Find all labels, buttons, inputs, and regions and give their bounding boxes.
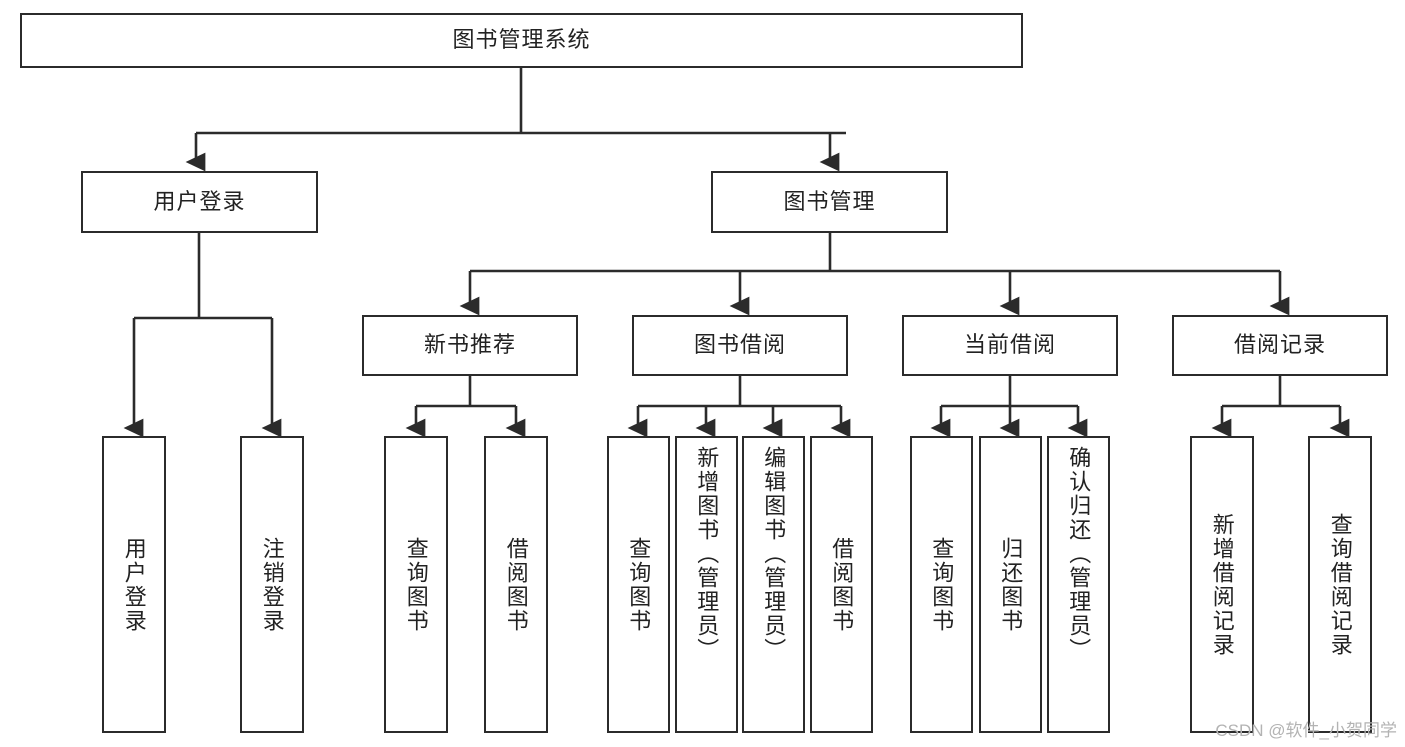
node-leaf-add-borrow-record-label: 新增借阅记录 <box>1209 512 1235 657</box>
node-leaf-query-book-1-label: 查询图书 <box>403 536 429 633</box>
node-book-management[interactable]: 图书管理 <box>711 171 948 233</box>
node-book-management-label: 图书管理 <box>783 188 876 214</box>
node-current-borrowing-label: 当前借阅 <box>963 332 1056 358</box>
node-leaf-query-borrow-record-label: 查询借阅记录 <box>1327 512 1353 657</box>
node-leaf-logout-label: 注销登录 <box>259 536 285 633</box>
node-leaf-borrow-book-1-label: 借阅图书 <box>503 536 529 633</box>
node-leaf-borrow-book-1[interactable]: 借阅图书 <box>484 436 548 733</box>
node-borrowing-records[interactable]: 借阅记录 <box>1172 315 1388 376</box>
node-leaf-query-book-3-label: 查询图书 <box>929 536 955 633</box>
node-book-borrowing-label: 图书借阅 <box>693 332 786 358</box>
node-book-borrowing[interactable]: 图书借阅 <box>632 315 848 376</box>
node-leaf-query-book-2[interactable]: 查询图书 <box>607 436 670 733</box>
node-leaf-query-book-2-label: 查询图书 <box>626 536 652 633</box>
node-leaf-confirm-return-admin[interactable]: 确认归还（管理员） <box>1047 436 1110 733</box>
node-leaf-return-book[interactable]: 归还图书 <box>979 436 1042 733</box>
node-user-login-label: 用户登录 <box>153 188 246 214</box>
node-new-book-recommendation[interactable]: 新书推荐 <box>362 315 578 376</box>
node-root-label: 图书管理系统 <box>452 27 591 53</box>
node-user-login[interactable]: 用户登录 <box>81 171 318 233</box>
node-leaf-add-book-admin[interactable]: 新增图书（管理员） <box>675 436 738 733</box>
node-leaf-add-borrow-record[interactable]: 新增借阅记录 <box>1190 436 1254 733</box>
node-root[interactable]: 图书管理系统 <box>20 13 1023 68</box>
node-leaf-borrow-book-2[interactable]: 借阅图书 <box>810 436 873 733</box>
node-leaf-edit-book-admin-label: 编辑图书（管理员） <box>761 446 787 662</box>
node-leaf-logout[interactable]: 注销登录 <box>240 436 304 733</box>
node-leaf-return-book-label: 归还图书 <box>998 536 1024 633</box>
node-current-borrowing[interactable]: 当前借阅 <box>902 315 1118 376</box>
node-leaf-add-book-admin-label: 新增图书（管理员） <box>694 446 720 662</box>
node-new-book-recommendation-label: 新书推荐 <box>423 332 516 358</box>
node-leaf-query-book-1[interactable]: 查询图书 <box>384 436 448 733</box>
node-leaf-confirm-return-admin-label: 确认归还（管理员） <box>1066 446 1092 662</box>
node-leaf-query-book-3[interactable]: 查询图书 <box>910 436 973 733</box>
node-borrowing-records-label: 借阅记录 <box>1233 332 1326 358</box>
node-leaf-user-login[interactable]: 用户登录 <box>102 436 166 733</box>
node-leaf-user-login-label: 用户登录 <box>121 536 147 633</box>
node-leaf-borrow-book-2-label: 借阅图书 <box>829 536 855 633</box>
node-leaf-query-borrow-record[interactable]: 查询借阅记录 <box>1308 436 1372 733</box>
node-leaf-edit-book-admin[interactable]: 编辑图书（管理员） <box>742 436 805 733</box>
